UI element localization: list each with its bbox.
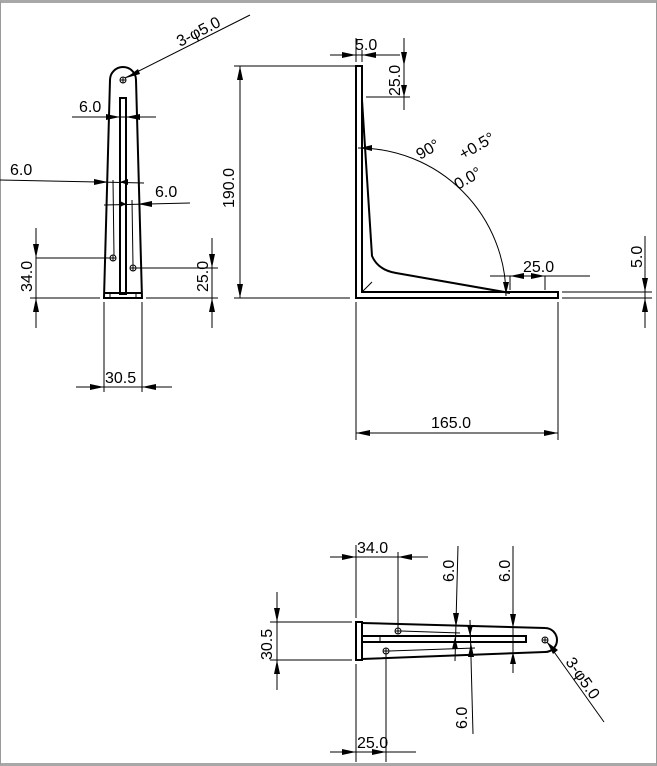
angle-nominal: 90° <box>414 137 443 164</box>
dim-hole1-offset: 34.0 <box>357 540 388 557</box>
angle-arc <box>357 147 507 297</box>
dim-width-top: 30.5 <box>259 629 276 660</box>
bracket-outline-top <box>361 622 558 660</box>
top-view: 34.0 6.0 6.0 6.0 30.5 3-φ5.0 25.0 <box>259 540 605 762</box>
hole-icon <box>394 627 402 635</box>
angle-tol-upper: +0.5° <box>457 130 498 164</box>
dim-hole2-offset: 25.0 <box>357 735 388 752</box>
angle-tol-lower: 0.0° <box>452 164 485 193</box>
bracket-outline-front <box>102 66 144 299</box>
dim-top-hole-offset: 25.0 <box>387 65 404 96</box>
dim-hole1-height: 34.0 <box>19 261 36 292</box>
hole-callout-top: 3-φ5.0 <box>562 655 603 703</box>
hole-icon <box>541 636 549 644</box>
dim-web-b: 6.0 <box>497 560 514 582</box>
dim-end-hole-offset: 25.0 <box>523 259 554 276</box>
hole-callout-front: 3-φ5.0 <box>174 14 224 50</box>
side-view: 90° +0.5° 0.0° 5.0 25.0 190.0 25.0 5.0 1… <box>221 37 652 440</box>
slot <box>119 97 127 295</box>
hole-icon <box>119 76 127 84</box>
dim-slot-width: 6.0 <box>79 99 101 116</box>
dim-length: 165.0 <box>431 415 471 432</box>
dim-web-c: 6.0 <box>454 707 471 729</box>
hole-icon <box>129 264 137 272</box>
front-view: 3-φ5.0 6.0 6.0 6.0 34.0 25.0 30.5 <box>0 14 251 392</box>
dim-web-right: 6.0 <box>155 184 177 201</box>
dim-web-left: 6.0 <box>10 162 32 179</box>
slot-top <box>361 635 527 643</box>
dim-height: 190.0 <box>221 168 238 208</box>
dim-width-front: 30.5 <box>105 370 136 387</box>
bracket-outline-side <box>355 65 559 299</box>
dim-web-a: 6.0 <box>441 560 458 582</box>
dim-base-thickness: 5.0 <box>629 246 646 268</box>
gusset <box>361 99 511 294</box>
dim-plate-thickness: 5.0 <box>355 37 377 54</box>
dim-hole2-height: 25.0 <box>195 261 212 292</box>
hole-icon <box>382 647 390 655</box>
hole-icon <box>109 254 117 262</box>
